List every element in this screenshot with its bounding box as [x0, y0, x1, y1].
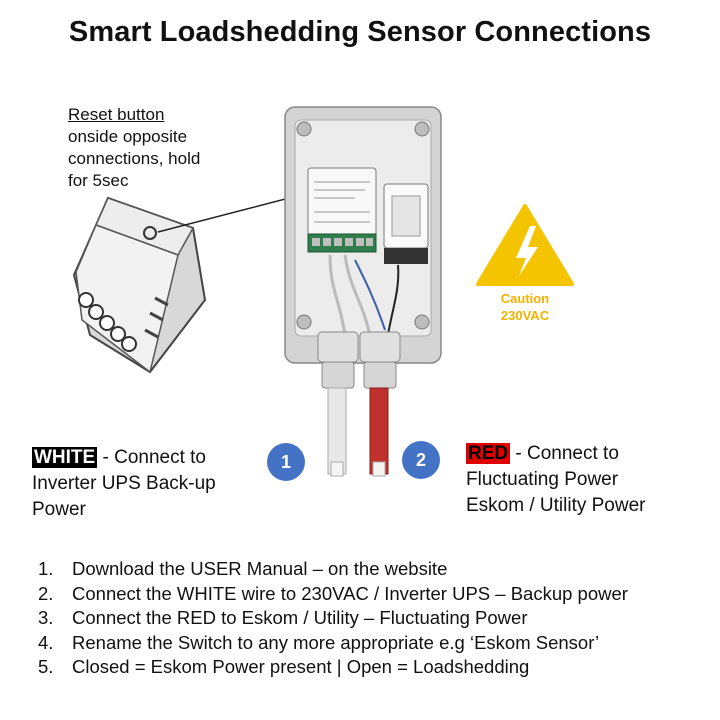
- white-line2: Inverter UPS Back-up: [32, 473, 216, 494]
- red-cable: [369, 387, 389, 475]
- list-item: 4. Rename the Switch to any more appropri…: [38, 631, 628, 656]
- reset-heading: Reset button: [68, 105, 165, 124]
- list-item: 3. Connect the RED to Eskom / Utility – F…: [38, 606, 628, 631]
- reset-line: connections, hold: [68, 149, 201, 168]
- red-tag: RED: [466, 443, 511, 464]
- white-line3: Power: [32, 499, 86, 520]
- caution-line1: Caution: [500, 291, 550, 306]
- reset-line: for 5sec: [68, 171, 129, 190]
- enclosure-image: [284, 106, 442, 389]
- step-text: Connect the WHITE wire to 230VAC / Inver…: [72, 582, 628, 604]
- step-text: Closed = Eskom Power present | Open = Lo…: [72, 656, 530, 677]
- caution-label: Caution 230VAC: [480, 290, 570, 324]
- list-item: 5. Closed = Eskom Power present | Open = …: [38, 655, 628, 680]
- reset-instructions: Reset button onside opposite connections…: [68, 104, 278, 192]
- step-text: Rename the Switch to any more appropriat…: [72, 631, 600, 653]
- reset-button-icon: [143, 226, 157, 240]
- step-text: Download the USER Manual – on the websit…: [72, 558, 448, 579]
- red-line2: Fluctuating Power: [466, 469, 619, 490]
- list-item: 1. Download the USER Manual – on the webs…: [38, 557, 628, 582]
- step-number: 3.: [38, 607, 54, 628]
- white-wire-instructions: WHITE - Connect to Inverter UPS Back-up …: [32, 445, 272, 523]
- badge-2: 2: [402, 441, 440, 479]
- caution-line2: 230VAC: [500, 308, 550, 323]
- step-number: 4.: [38, 631, 54, 653]
- white-line1: - Connect to: [97, 447, 206, 468]
- step-number: 5.: [38, 656, 54, 677]
- step-text: Connect the RED to Eskom / Utility – Flu…: [72, 607, 528, 628]
- page-title: Smart Loadshedding Sensor Connections: [68, 16, 652, 48]
- badge-1: 1: [267, 443, 305, 481]
- red-wire-instructions: RED - Connect to Fluctuating Power Eskom…: [466, 441, 716, 519]
- caution-icon: [476, 204, 574, 286]
- switch-module-image: [72, 196, 207, 374]
- step-number: 1.: [38, 558, 54, 579]
- white-tag: WHITE: [32, 447, 98, 468]
- red-line1: - Connect to: [510, 443, 619, 464]
- step-number: 2.: [38, 582, 54, 604]
- red-line3: Eskom / Utility Power: [466, 495, 646, 516]
- steps-list: 1. Download the USER Manual – on the webs…: [38, 557, 628, 680]
- reset-line: onside opposite: [68, 127, 188, 146]
- white-cable: [327, 387, 347, 475]
- list-item: 2. Connect the WHITE wire to 230VAC / Inv…: [38, 582, 628, 607]
